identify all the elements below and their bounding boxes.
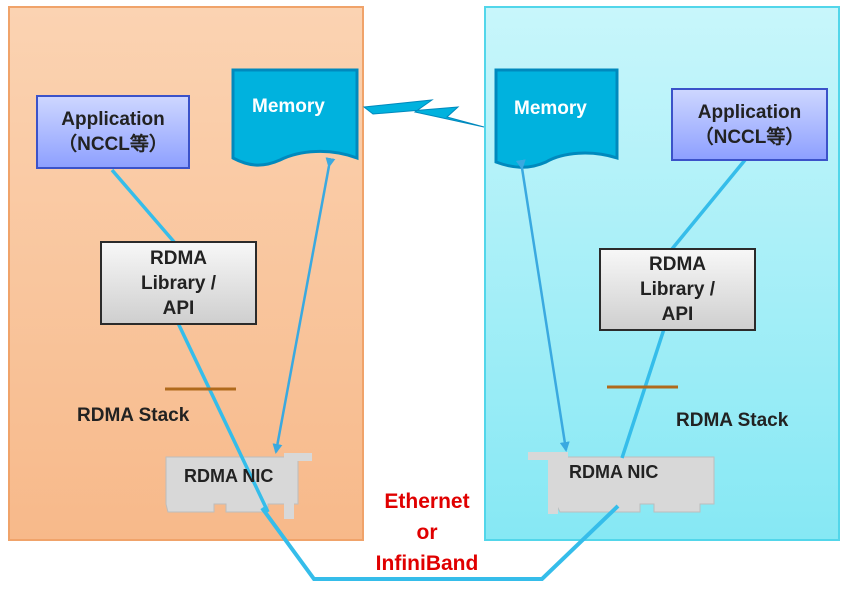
left-application-label: Application (61, 109, 165, 130)
memory-link-bolt (362, 99, 485, 128)
left-library-line-1: RDMA (150, 247, 207, 269)
network-type-label: Ethernet or InfiniBand (357, 486, 497, 579)
left-rdma-stack-label: RDMA Stack (77, 405, 190, 426)
right-rdma-stack-label: RDMA Stack (676, 410, 789, 431)
network-infiniband: InfiniBand (375, 552, 479, 575)
left-application-sublabel: （NCCL等） (58, 134, 168, 155)
right-nic-card (528, 452, 715, 514)
left-rdma-library-box: RDMA Library / API (100, 241, 257, 325)
right-library-line-1: RDMA (649, 254, 706, 275)
right-memory-label: Memory (514, 98, 587, 119)
left-nic-card (165, 453, 312, 519)
left-memory-nic-arrow (272, 157, 336, 454)
left-library-line-2: Library / (141, 272, 216, 294)
right-nic-label: RDMA NIC (569, 462, 659, 482)
right-library-to-nic-line (620, 328, 666, 459)
right-library-line-2: Library / (640, 279, 715, 300)
right-application-label: Application (697, 101, 802, 123)
right-app-to-library-line (670, 158, 747, 251)
left-application-box: Application （NCCL等） (36, 95, 190, 169)
right-application-sublabel: （NCCL等） (694, 126, 805, 148)
right-library-line-3: API (661, 304, 694, 325)
left-library-to-nic-line (176, 322, 270, 513)
left-memory-label: Memory (252, 96, 325, 117)
network-ethernet: Ethernet (384, 490, 470, 513)
left-library-line-3: API (162, 297, 195, 319)
network-or: or (416, 521, 438, 544)
right-memory-nic-arrow (515, 159, 570, 452)
left-app-to-library-line (110, 168, 177, 245)
network-link-line (260, 504, 620, 581)
left-nic-label: RDMA NIC (184, 466, 274, 486)
right-rdma-library-box: RDMA Library / API (599, 248, 756, 331)
right-application-box: Application （NCCL等） (671, 88, 828, 161)
